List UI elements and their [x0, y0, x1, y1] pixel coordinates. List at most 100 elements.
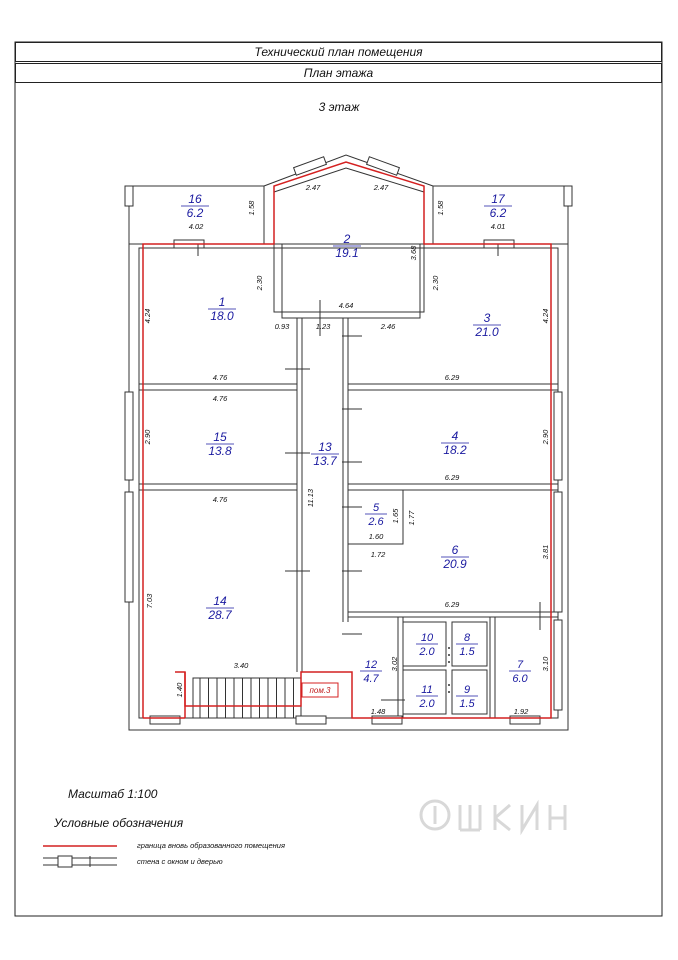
room-number: 14	[213, 594, 227, 608]
new-room-boundary	[142, 161, 552, 719]
room-number: 10	[421, 632, 434, 644]
outer-wall	[128, 243, 569, 731]
legend-title: Условные обозначения	[54, 816, 184, 830]
dimension-label: 4.76	[213, 373, 228, 382]
staircase	[199, 678, 294, 718]
room-number: 9	[464, 684, 470, 696]
legend-wall-swatch	[43, 855, 117, 868]
dimension-label: 2.47	[305, 183, 321, 192]
room-label-1: 118.0	[208, 295, 236, 323]
room-number: 6	[452, 543, 459, 557]
room-label-2: 219.1	[333, 232, 361, 260]
room-number: 16	[188, 192, 202, 206]
dimension-label: 1.92	[514, 707, 529, 716]
dimension-label: 1.58	[247, 200, 256, 215]
room-area: 4.7	[363, 673, 379, 685]
room-number: 13	[318, 440, 332, 454]
dimension-label: 4.02	[189, 222, 204, 231]
room-label-10: 102.0	[416, 632, 438, 658]
dimension-label: 1.72	[371, 550, 386, 559]
room-label-4: 418.2	[441, 429, 469, 457]
room-label-9: 91.5	[456, 684, 478, 710]
room-area: 19.1	[335, 246, 358, 260]
dimension-label: 0.93	[275, 322, 290, 331]
dimension-label: 1.23	[316, 322, 331, 331]
room-number: 17	[491, 192, 506, 206]
dimension-label: 2.90	[541, 429, 550, 445]
dimension-label: 4.01	[491, 222, 506, 231]
room-label-11: 112.0	[416, 684, 438, 710]
dimension-label: 4.24	[541, 309, 550, 324]
dimension-label: 1.65	[391, 508, 400, 523]
floor-label: 3 этаж	[318, 100, 360, 114]
room-number: 1	[219, 295, 226, 309]
room-area: 6.2	[490, 206, 507, 220]
dimension-label: 4.24	[143, 309, 152, 324]
dimension-label: 4.76	[213, 495, 228, 504]
room-area: 18.2	[443, 443, 467, 457]
room-number: 7	[517, 659, 524, 671]
watermark-logo	[419, 799, 567, 836]
room-number: 8	[464, 632, 471, 644]
room-number: 12	[365, 659, 377, 671]
dimension-label: 1.77	[407, 510, 416, 525]
room-area: 2.6	[367, 516, 384, 528]
pom-label: пом.3	[309, 686, 331, 695]
dimension-label: 2.47	[373, 183, 389, 192]
dimension-label: 1.48	[371, 707, 386, 716]
room-label-3: 321.0	[473, 311, 501, 339]
room-number: 2	[343, 232, 351, 246]
dimension-label: 6.29	[445, 373, 460, 382]
dimension-label: 2.90	[143, 429, 152, 445]
dimension-label: 1.58	[436, 200, 445, 215]
dimension-label: 6.29	[445, 600, 460, 609]
room-area: 18.0	[210, 309, 234, 323]
dimension-label: 2.30	[431, 275, 440, 291]
room-area: 1.5	[459, 646, 475, 658]
dimension-label: 3.10	[541, 656, 550, 671]
room-area: 13.7	[313, 454, 338, 468]
dimension-label: 1.60	[369, 532, 384, 541]
dimension-label: 11.13	[306, 488, 315, 507]
room-label-12: 124.7	[360, 659, 382, 685]
room-label-16: 166.2	[181, 192, 209, 220]
room-area: 20.9	[442, 557, 467, 571]
room-label-8: 81.5	[456, 632, 478, 658]
room-number: 4	[452, 429, 459, 443]
scale-label: Масштаб 1:100	[68, 787, 158, 801]
dotted-dividers	[448, 647, 450, 693]
room-number: 15	[213, 430, 227, 444]
bay-outer-wall	[263, 154, 434, 244]
room-number: 3	[484, 311, 491, 325]
room-label-6: 620.9	[441, 543, 469, 571]
room-area: 2.0	[418, 698, 435, 710]
doors	[197, 244, 541, 701]
dimension-label: 3.68	[409, 245, 418, 260]
room-label-17: 176.2	[484, 192, 512, 220]
legend-item-boundary: граница вновь образованного помещения	[137, 841, 285, 850]
room-number: 11	[421, 684, 432, 696]
room-area: 13.8	[208, 444, 232, 458]
room-number: 5	[373, 502, 380, 514]
room-area: 2.0	[418, 646, 435, 658]
dimension-label: 2.46	[380, 322, 396, 331]
dimension-label: 3.40	[234, 661, 249, 670]
dimension-label: 2.30	[255, 275, 264, 291]
dimension-label: 4.64	[339, 301, 354, 310]
room-area: 6.2	[187, 206, 204, 220]
dimension-label: 6.29	[445, 473, 460, 482]
room-area: 1.5	[459, 698, 475, 710]
dimension-label: 3.81	[541, 545, 550, 560]
dimension-label: 7.03	[145, 593, 154, 608]
room-area: 28.7	[207, 608, 233, 622]
room-label-7: 76.0	[509, 659, 531, 685]
room-area: 6.0	[512, 673, 528, 685]
dimension-label: 3.02	[390, 656, 399, 671]
room-label-5: 52.6	[365, 502, 387, 528]
dimension-label: 4.76	[213, 394, 228, 403]
